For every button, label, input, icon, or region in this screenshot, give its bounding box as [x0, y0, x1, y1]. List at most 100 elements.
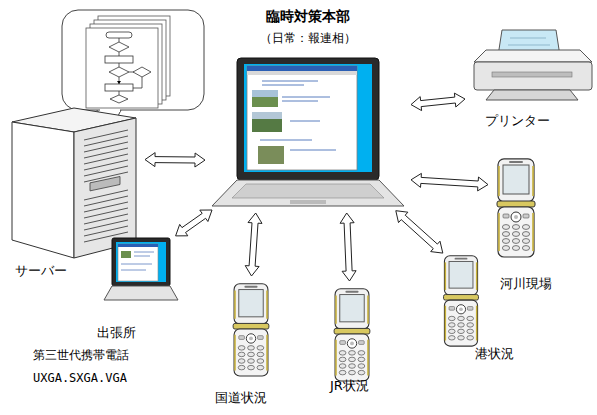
- branch-laptop-part: [118, 244, 158, 281]
- printer-part: [508, 45, 550, 46]
- server-tower-part-part: [84, 208, 128, 218]
- branch-office: 出張所: [104, 238, 178, 302]
- node-sublabel: （日常：報連相）: [172, 31, 444, 45]
- mobile-phone-part: [334, 289, 370, 381]
- road-phone: 国道状況: [230, 283, 272, 377]
- main-laptop-part: [247, 71, 357, 75]
- server: サーバー: [10, 110, 138, 260]
- server-tower-part-part: [84, 154, 128, 164]
- main-laptop-part-part: [262, 85, 304, 86]
- main-laptop-part-part: [282, 97, 330, 98]
- double-arrow: [176, 210, 212, 236]
- flowchart-callout-part-part: [109, 42, 129, 52]
- flowchart-callout-part-part: [105, 56, 133, 63]
- main-laptop-part: [252, 112, 282, 132]
- double-arrow: [411, 173, 488, 191]
- main-laptop-part: [252, 90, 278, 107]
- branch-laptop: [104, 238, 178, 300]
- node-label: 港状況: [475, 346, 514, 362]
- server-tower-part: [74, 118, 136, 258]
- server-tower-part-part: [84, 190, 128, 200]
- port-phone: 港状況: [440, 255, 482, 347]
- main-laptop-part-part: [282, 101, 318, 102]
- main-laptop-part: [258, 146, 284, 164]
- node-label: 国道状況: [215, 390, 267, 406]
- site-phone: 河川現場: [495, 158, 537, 258]
- flowchart-callout-part-part: [110, 95, 128, 103]
- printer: [474, 30, 592, 100]
- branch-laptop-part: [121, 251, 131, 258]
- main-laptop-part: [232, 184, 384, 198]
- flowchart-callout-part-part: [142, 77, 143, 88]
- printer: プリンター: [472, 28, 594, 102]
- main-laptop-part-part: [290, 150, 336, 151]
- resolution-note: UXGA.SXGA.VGA: [33, 371, 127, 385]
- branch-laptop-part: [121, 252, 154, 270]
- flowchart-callout-part: [86, 28, 158, 108]
- node-label: プリンター: [485, 113, 550, 129]
- flowchart-callout-part: [117, 81, 121, 84]
- flowchart-callout-part-part: [119, 52, 120, 56]
- server-tower: [12, 108, 136, 258]
- flowchart-callout-part-part: [119, 63, 120, 67]
- branch-laptop-part-part: [121, 264, 152, 265]
- node-label: サーバー: [15, 263, 67, 279]
- flowchart-callout-part-part: [105, 84, 133, 91]
- main-laptop-part-part: [262, 81, 318, 82]
- server-tower-part-part: [84, 166, 128, 176]
- phone-generation-note: 第三世代携帯電話: [33, 348, 129, 362]
- double-arrow: [145, 153, 205, 167]
- flowchart-callout-part-part: [106, 32, 132, 38]
- flowchart-callout-part-part: [109, 67, 129, 77]
- branch-laptop-part: [112, 238, 170, 286]
- server-tower-part-part: [84, 202, 128, 212]
- server-tower-part-part: [84, 148, 128, 158]
- node-label: 出張所: [97, 325, 136, 341]
- server-tower-part-part: [84, 136, 128, 146]
- branch-laptop-part: [118, 244, 158, 247]
- mobile-phone: [233, 159, 535, 381]
- main-laptop-part: [252, 112, 282, 119]
- node-label: 臨時対策本部: [172, 8, 444, 25]
- main-laptop-part: [247, 66, 357, 170]
- flowchart-callout-part-part: [119, 91, 120, 95]
- mobile-phone-part: [497, 159, 535, 257]
- server-tower-part: [12, 122, 74, 258]
- flowchart-callout-part-part: [133, 88, 142, 89]
- branch-laptop-part-part: [121, 270, 146, 271]
- flowchart-callout-part-part: [133, 67, 151, 77]
- double-arrow: [340, 213, 356, 281]
- mobile-phone-part: [444, 256, 479, 346]
- server-tower-part: [84, 130, 128, 242]
- node-label: JR状況: [330, 378, 369, 394]
- main-laptop-part-part: [260, 140, 312, 141]
- mobile-phone-part: [233, 284, 269, 376]
- main-laptop-part: [244, 64, 372, 172]
- flowchart-callout-part-part: [119, 38, 120, 42]
- server-tower-part-part: [84, 130, 128, 140]
- main-laptop-part-part: [290, 121, 320, 122]
- printer-part: [510, 38, 546, 39]
- flowchart-callout-part: [105, 32, 151, 103]
- server-tower-part-part: [84, 196, 128, 206]
- server-tower-part-part: [84, 160, 128, 170]
- main-laptop-part: [247, 66, 357, 71]
- server-tower-part-part: [84, 220, 128, 230]
- server-tower-part-part: [84, 226, 128, 236]
- printer-part: [492, 72, 572, 77]
- server-tower-part-part: [84, 214, 128, 224]
- branch-laptop-part: [116, 242, 166, 282]
- server-tower-part-part: [84, 142, 128, 152]
- printer-part: [486, 90, 578, 100]
- double-arrow: [396, 211, 443, 253]
- printer-part: [474, 62, 592, 90]
- main-laptop-part: [237, 58, 379, 180]
- main-laptop-part: [252, 90, 278, 97]
- main-laptop: [212, 58, 404, 206]
- flowchart-callout-part: [62, 10, 204, 110]
- node-label: 河川現場: [500, 276, 552, 292]
- branch-laptop-part-part: [134, 256, 150, 257]
- headquarters-laptop: 臨時対策本部（日常：報連相）: [212, 58, 404, 206]
- double-arrow: [245, 213, 262, 276]
